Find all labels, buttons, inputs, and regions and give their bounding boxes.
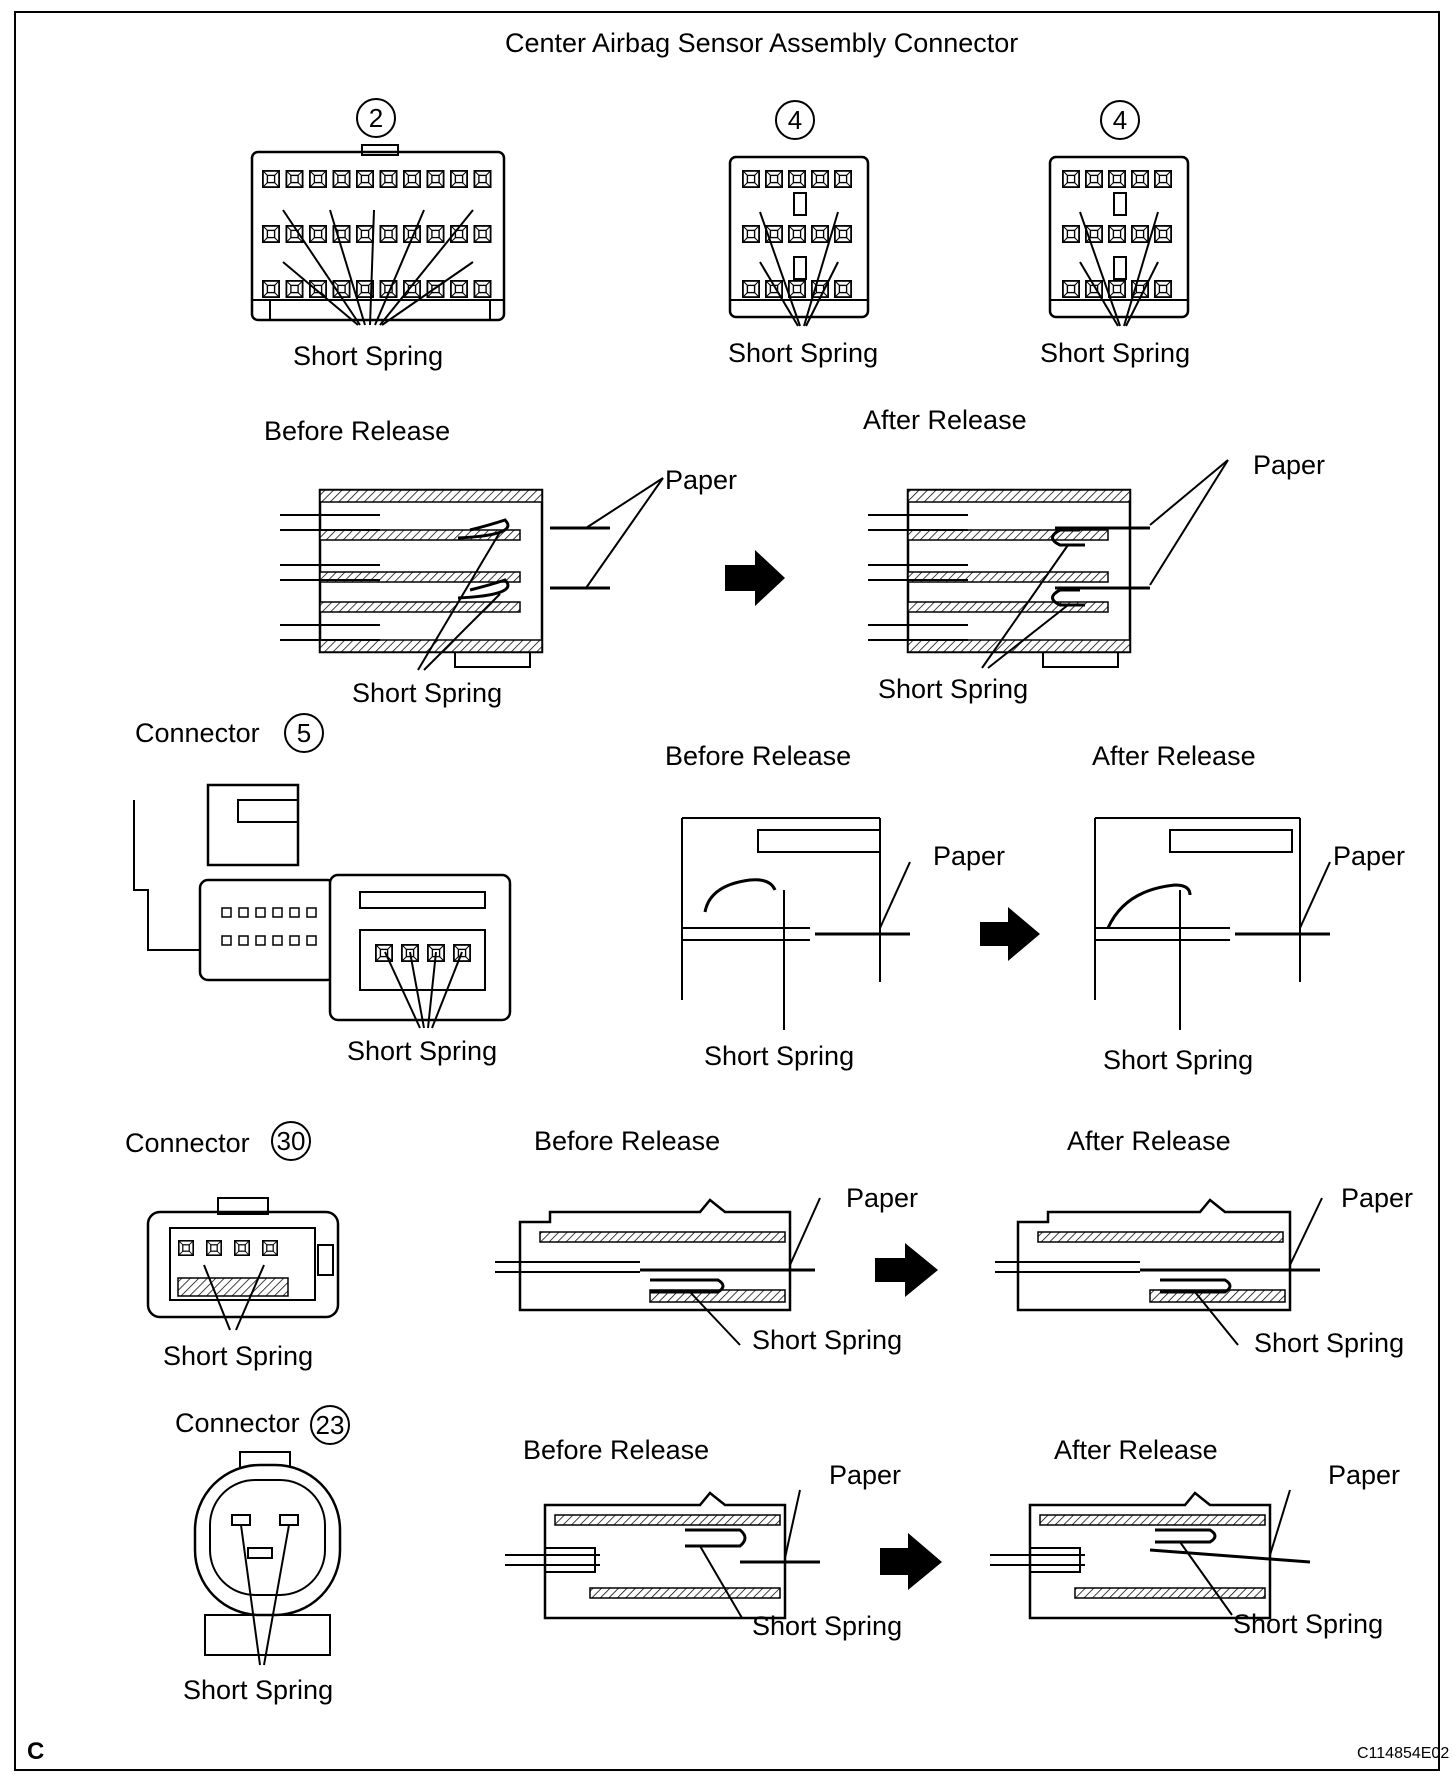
pin-cell bbox=[221, 935, 232, 946]
short-spring-label: Short Spring bbox=[752, 1325, 903, 1355]
section1-before-drawing bbox=[280, 477, 664, 671]
pin-cell bbox=[221, 907, 232, 918]
figure-frame bbox=[14, 11, 1440, 1771]
after-release-label: After Release bbox=[1054, 1435, 1218, 1465]
pin-cell bbox=[255, 907, 266, 918]
pin-cell bbox=[272, 907, 283, 918]
pin-cell bbox=[289, 907, 300, 918]
before-release-label: Before Release bbox=[523, 1435, 710, 1465]
connector-4b-drawing bbox=[1048, 155, 1190, 327]
paper-label: Paper bbox=[1341, 1183, 1414, 1213]
paper-label: Paper bbox=[665, 465, 738, 495]
short-spring-label: Short Spring bbox=[163, 1341, 314, 1371]
pin-cell bbox=[306, 907, 317, 918]
short-spring-label: Short Spring bbox=[347, 1036, 498, 1066]
short-spring-label: Short Spring bbox=[878, 674, 1029, 704]
connector23-after-drawing bbox=[990, 1489, 1311, 1620]
connector30-after-drawing bbox=[995, 1197, 1323, 1346]
figure-title: Center Airbag Sensor Assembly Connector bbox=[505, 28, 1019, 58]
pin-cell bbox=[272, 935, 283, 946]
arrow-right-4 bbox=[880, 1533, 942, 1590]
before-release-label: Before Release bbox=[264, 416, 451, 446]
short-spring-label: Short Spring bbox=[352, 678, 503, 708]
connector5-before-drawing bbox=[681, 817, 911, 1030]
connector23-before-drawing bbox=[505, 1489, 820, 1620]
pin-cell bbox=[255, 935, 266, 946]
short-spring-label: Short Spring bbox=[1233, 1609, 1384, 1639]
paper-label: Paper bbox=[1253, 450, 1326, 480]
short-spring-label: Short Spring bbox=[1040, 338, 1191, 368]
corner-letter: C bbox=[27, 1738, 45, 1765]
after-release-label: After Release bbox=[863, 405, 1027, 435]
paper-label: Paper bbox=[1328, 1460, 1401, 1490]
connector-label: Connector bbox=[135, 718, 260, 748]
short-spring-label: Short Spring bbox=[704, 1041, 855, 1071]
connector-number-2: 2 bbox=[356, 98, 396, 138]
connector30-before-drawing bbox=[495, 1197, 821, 1346]
paper-label: Paper bbox=[1333, 841, 1406, 871]
before-release-label: Before Release bbox=[665, 741, 852, 771]
pin-cell bbox=[238, 907, 249, 918]
pin-cell bbox=[306, 935, 317, 946]
short-spring-label: Short Spring bbox=[183, 1675, 334, 1705]
figure-code: C114854E02 bbox=[1357, 1745, 1450, 1762]
before-release-label: Before Release bbox=[534, 1126, 721, 1156]
connector-label: Connector bbox=[175, 1408, 300, 1438]
arrow-right-1 bbox=[725, 550, 785, 606]
connector-number-4a: 4 bbox=[775, 100, 815, 140]
short-spring-label: Short Spring bbox=[728, 338, 879, 368]
short-spring-label: Short Spring bbox=[293, 341, 444, 371]
paper-label: Paper bbox=[829, 1460, 902, 1490]
connector-number-30: 30 bbox=[271, 1121, 311, 1161]
connector-23-drawing bbox=[193, 1451, 342, 1666]
paper-label: Paper bbox=[933, 841, 1006, 871]
connector-4a-drawing bbox=[728, 155, 870, 327]
short-spring-label: Short Spring bbox=[1254, 1328, 1405, 1358]
connector-number-23: 23 bbox=[310, 1405, 350, 1445]
after-release-label: After Release bbox=[1067, 1126, 1231, 1156]
connector-5-drawing bbox=[133, 783, 512, 1029]
connector-30-drawing bbox=[146, 1197, 340, 1331]
connector-2-drawing bbox=[250, 144, 506, 326]
after-release-label: After Release bbox=[1092, 741, 1256, 771]
connector5-after-drawing bbox=[1094, 817, 1331, 1030]
pin-cell bbox=[238, 935, 249, 946]
arrow-right-3 bbox=[875, 1243, 938, 1297]
arrow-right-2 bbox=[980, 907, 1040, 961]
paper-label: Paper bbox=[846, 1183, 919, 1213]
section1-after-drawing bbox=[868, 459, 1229, 669]
pin-cell bbox=[289, 935, 300, 946]
connector-label: Connector bbox=[125, 1128, 250, 1158]
short-spring-label: Short Spring bbox=[752, 1611, 903, 1641]
short-spring-label: Short Spring bbox=[1103, 1045, 1254, 1075]
connector-number-5: 5 bbox=[284, 713, 324, 753]
connector-number-4b: 4 bbox=[1100, 100, 1140, 140]
